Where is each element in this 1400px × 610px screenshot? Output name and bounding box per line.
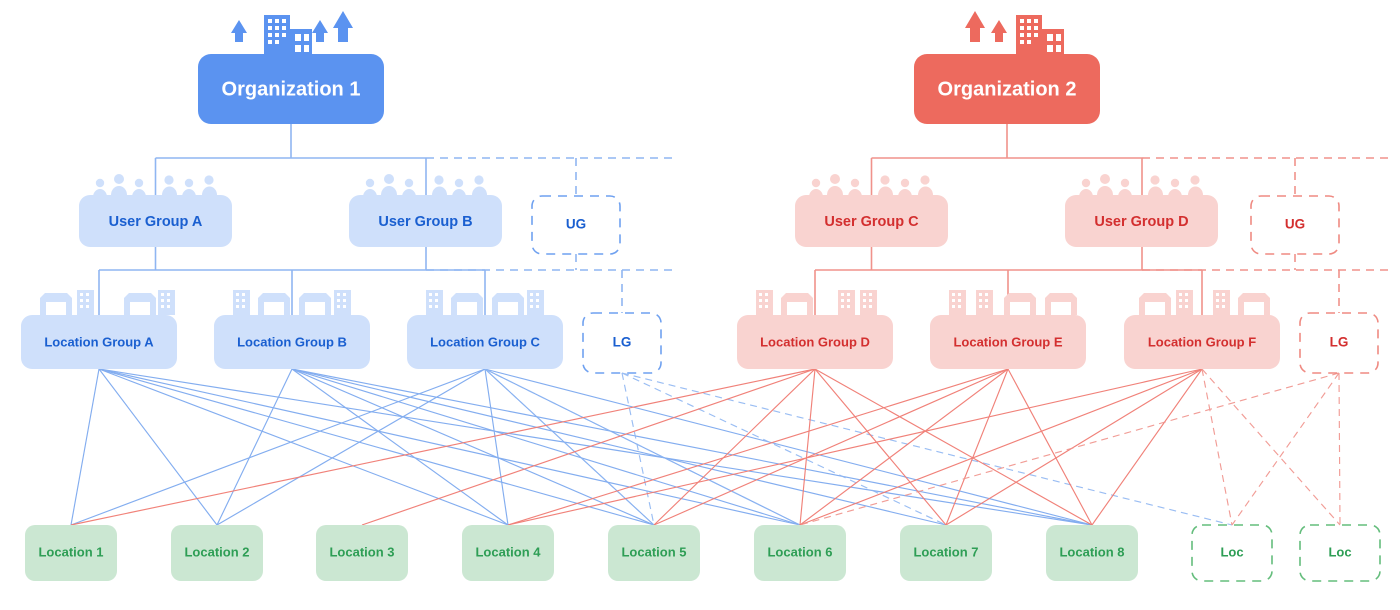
location-box[interactable] bbox=[754, 525, 846, 581]
org-node-organization-1[interactable]: Organization 1 bbox=[198, 11, 384, 124]
placeholder-label: Loc bbox=[1328, 544, 1351, 559]
org-box[interactable] bbox=[198, 54, 384, 124]
location-node-5[interactable]: Location 5 bbox=[608, 525, 700, 581]
location-placeholder-2[interactable]: Loc bbox=[1299, 524, 1381, 582]
location-placeholder-1[interactable]: Loc bbox=[1191, 524, 1273, 582]
shops-and-buildings-icon bbox=[233, 290, 351, 315]
placeholder-label: UG bbox=[566, 217, 586, 232]
buildings-and-trees-icon bbox=[231, 11, 353, 57]
placeholder-box[interactable] bbox=[1250, 195, 1340, 255]
user-group-box[interactable] bbox=[79, 195, 232, 247]
location-label: Location 8 bbox=[1059, 544, 1124, 559]
shops-and-buildings-icon bbox=[949, 290, 1077, 315]
placeholder-label: LG bbox=[1330, 335, 1349, 350]
location-group-node-f[interactable]: Location Group F bbox=[1124, 290, 1280, 369]
placeholder-label: LG bbox=[613, 335, 632, 350]
org-node-organization-2[interactable]: Organization 2 bbox=[914, 11, 1100, 124]
org-label: Organization 2 bbox=[938, 78, 1077, 100]
placeholder-box[interactable] bbox=[531, 195, 621, 255]
location-group-placeholder-1[interactable]: LG bbox=[582, 312, 662, 374]
location-box[interactable] bbox=[25, 525, 117, 581]
location-node-1[interactable]: Location 1 bbox=[25, 525, 117, 581]
location-group-box[interactable] bbox=[1124, 315, 1280, 369]
location-node-4[interactable]: Location 4 bbox=[462, 525, 554, 581]
location-group-label: Location Group D bbox=[760, 334, 870, 349]
location-box[interactable] bbox=[1046, 525, 1138, 581]
shops-and-buildings-icon bbox=[40, 290, 175, 315]
user-group-node-d[interactable]: User Group D bbox=[1065, 174, 1218, 247]
location-group-box[interactable] bbox=[214, 315, 370, 369]
location-box[interactable] bbox=[608, 525, 700, 581]
user-group-node-b[interactable]: User Group B bbox=[349, 174, 502, 247]
location-group-label: Location Group C bbox=[430, 334, 540, 349]
location-node-2[interactable]: Location 2 bbox=[171, 525, 263, 581]
buildings-and-trees-icon bbox=[965, 11, 1064, 57]
edges-red-dashed bbox=[799, 368, 1341, 526]
location-box[interactable] bbox=[171, 525, 263, 581]
shops-and-buildings-icon bbox=[756, 290, 877, 315]
location-box[interactable] bbox=[900, 525, 992, 581]
shops-and-buildings-icon bbox=[426, 290, 544, 315]
user-group-box[interactable] bbox=[349, 195, 502, 247]
location-group-node-e[interactable]: Location Group E bbox=[930, 290, 1086, 369]
location-group-node-d[interactable]: Location Group D bbox=[737, 290, 893, 369]
placeholder-label: UG bbox=[1285, 217, 1305, 232]
location-label: Location 6 bbox=[767, 544, 832, 559]
shops-and-buildings-icon bbox=[1139, 290, 1270, 315]
user-group-placeholder-2[interactable]: UG bbox=[1250, 195, 1340, 255]
location-group-node-b[interactable]: Location Group B bbox=[214, 290, 370, 369]
location-group-label: Location Group B bbox=[237, 334, 347, 349]
org2-tree-dashed-connectors bbox=[1142, 157, 1390, 313]
user-group-box[interactable] bbox=[795, 195, 948, 247]
edges-blue-dashed bbox=[484, 368, 1233, 526]
location-group-label: Location Group F bbox=[1148, 334, 1256, 349]
location-group-box[interactable] bbox=[21, 315, 177, 369]
location-group-box[interactable] bbox=[737, 315, 893, 369]
user-group-node-c[interactable]: User Group C bbox=[795, 174, 948, 247]
location-group-node-a[interactable]: Location Group A bbox=[21, 290, 177, 369]
location-group-label: Location Group E bbox=[953, 334, 1062, 349]
location-label: Location 7 bbox=[913, 544, 978, 559]
location-label: Location 5 bbox=[621, 544, 686, 559]
placeholder-label: Loc bbox=[1220, 544, 1243, 559]
location-label: Location 1 bbox=[38, 544, 103, 559]
location-group-box[interactable] bbox=[407, 315, 563, 369]
location-node-8[interactable]: Location 8 bbox=[1046, 525, 1138, 581]
org1-tree-connectors bbox=[98, 124, 486, 315]
location-label: Location 4 bbox=[475, 544, 541, 559]
location-group-box[interactable] bbox=[930, 315, 1086, 369]
location-group-label: Location Group A bbox=[44, 334, 154, 349]
edges-red-solid bbox=[70, 368, 1203, 526]
org2-tree-connectors bbox=[814, 124, 1203, 315]
org-label: Organization 1 bbox=[222, 78, 361, 100]
location-label: Location 3 bbox=[329, 544, 394, 559]
location-box[interactable] bbox=[462, 525, 554, 581]
location-box[interactable] bbox=[316, 525, 408, 581]
user-group-placeholder-1[interactable]: UG bbox=[531, 195, 621, 255]
location-node-6[interactable]: Location 6 bbox=[754, 525, 846, 581]
user-group-label: User Group A bbox=[109, 214, 203, 230]
user-group-box[interactable] bbox=[1065, 195, 1218, 247]
user-group-label: User Group C bbox=[824, 214, 919, 230]
user-group-label: User Group B bbox=[378, 214, 472, 230]
location-group-placeholder-2[interactable]: LG bbox=[1299, 312, 1379, 374]
user-group-label: User Group D bbox=[1094, 214, 1188, 230]
location-group-node-c[interactable]: Location Group C bbox=[407, 290, 563, 369]
org-box[interactable] bbox=[914, 54, 1100, 124]
location-node-3[interactable]: Location 3 bbox=[316, 525, 408, 581]
user-group-node-a[interactable]: User Group A bbox=[79, 174, 232, 247]
org1-tree-dashed-connectors bbox=[426, 157, 672, 313]
location-node-7[interactable]: Location 7 bbox=[900, 525, 992, 581]
location-label: Location 2 bbox=[184, 544, 249, 559]
